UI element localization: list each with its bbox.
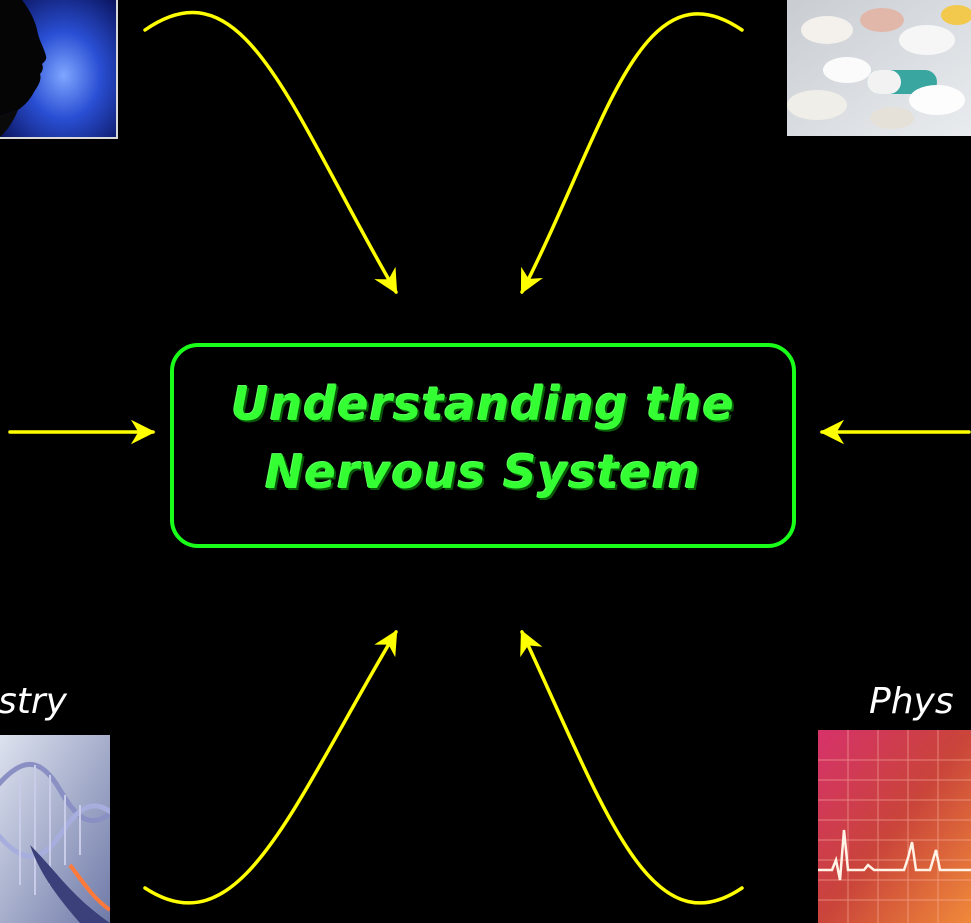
arrow-bottom-right	[520, 629, 744, 905]
center-title-line-1: Understanding the	[231, 377, 735, 431]
arrow-bottom-left	[143, 629, 398, 905]
arrow-top-left	[143, 10, 398, 295]
arrow-top-right	[520, 12, 744, 295]
center-title-line-2: Nervous System	[265, 445, 701, 499]
pills-image	[787, 0, 971, 136]
label-bottom-right: Phys	[869, 681, 954, 722]
dna-helix-image	[0, 735, 110, 923]
head-silhouette-image	[0, 0, 118, 139]
label-bottom-left: istry	[0, 681, 67, 722]
center-title-box: Understanding the Nervous System	[170, 343, 796, 548]
ecg-trace-image	[818, 730, 971, 923]
